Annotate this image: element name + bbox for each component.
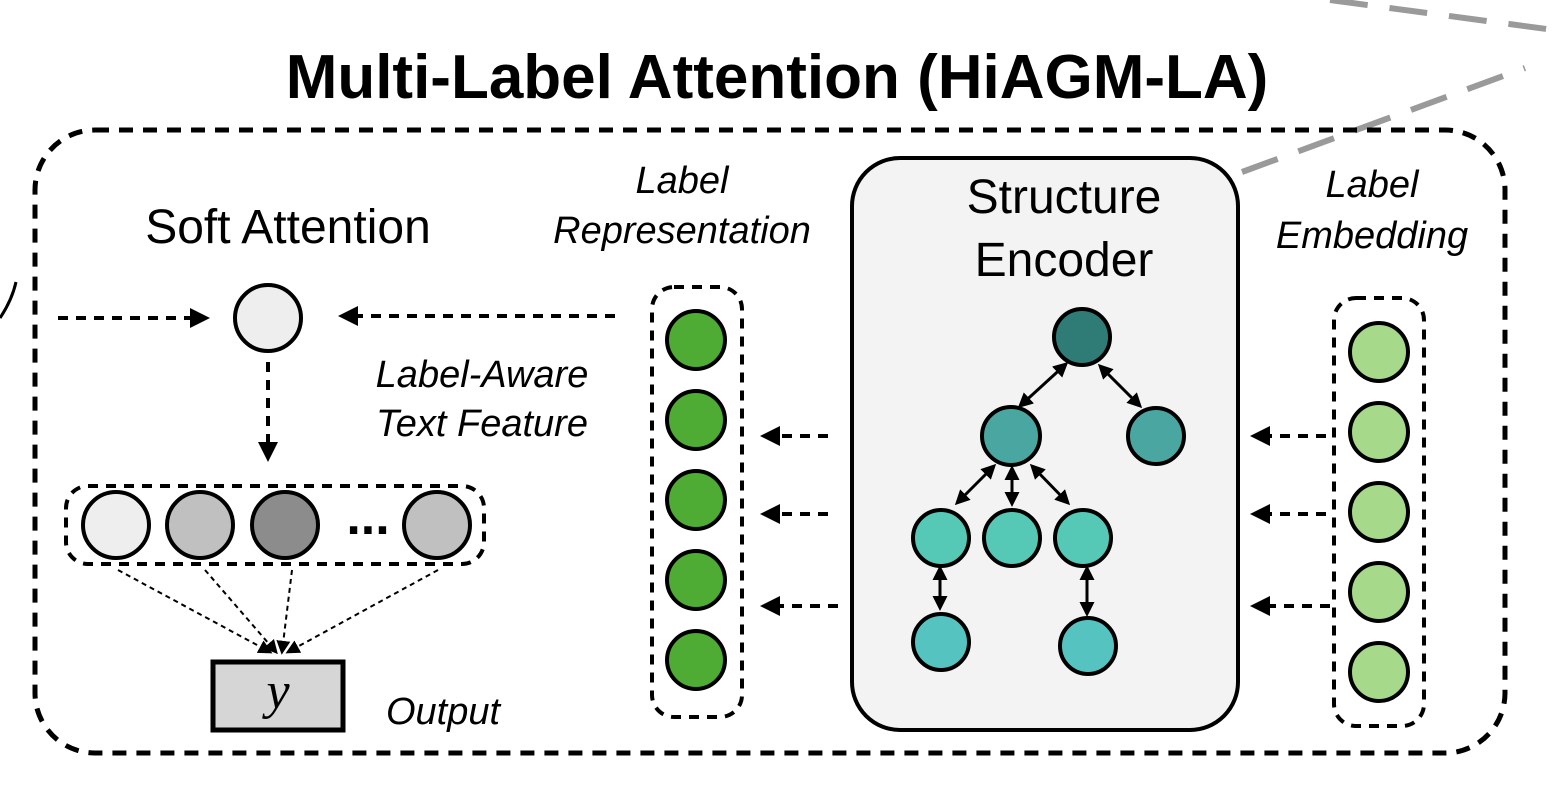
output-label: Output: [386, 691, 502, 733]
label-embedding-node-2: [1348, 401, 1410, 463]
weight-to-output-arrows: [117, 569, 439, 655]
label-embedding-nodes: [1348, 321, 1410, 703]
embedding-to-encoder-arrows: [1250, 426, 1330, 616]
tree-node-level3-right: [1058, 616, 1118, 676]
label-embedding-node-5: [1348, 641, 1410, 703]
attention-weight-node-2: [165, 490, 235, 560]
soft-attention-title: Soft Attention: [145, 201, 431, 254]
label-representation-section: Label Representation: [553, 160, 811, 719]
label-representation-node-1: [665, 309, 727, 371]
incoming-curve: [0, 281, 18, 319]
tree-node-level2-b: [982, 508, 1042, 568]
attention-node: [233, 283, 303, 353]
structure-encoder-panel: [850, 156, 1240, 732]
tree-edges: [932, 361, 1143, 617]
tree-node-level1-right: [1126, 406, 1186, 466]
tree-node-level3-left: [911, 612, 971, 672]
label-representation-container: [650, 285, 744, 719]
label-representation-title: Label: [636, 160, 731, 202]
tree-node-level1-left: [980, 405, 1042, 467]
label-aware-feature-label-line2: Text Feature: [376, 403, 588, 445]
label-representation-node-5: [665, 629, 727, 691]
label-representation-node-3: [665, 469, 727, 531]
weights-ellipsis: ...: [346, 488, 389, 546]
label-embedding-node-1: [1348, 321, 1410, 383]
attention-weight-node-3: [250, 490, 320, 560]
encoder-to-representation-arrows: [760, 426, 838, 616]
attention-weights-container: [64, 484, 486, 566]
label-representation-node-2: [665, 389, 727, 451]
tree-root-node: [1052, 307, 1112, 367]
label-embedding-title-line2: Embedding: [1276, 215, 1468, 257]
label-embedding-node-3: [1348, 481, 1410, 543]
label-embedding-node-4: [1348, 561, 1410, 623]
label-embedding-container: [1332, 296, 1426, 728]
label-representation-title-line2: Representation: [553, 210, 811, 252]
module-border: [32, 127, 1508, 756]
tree-node-level2-a: [911, 508, 971, 568]
label-representation-node-4: [665, 549, 727, 611]
diagram-title: Multi-Label Attention (HiAGM-LA): [286, 43, 1269, 112]
label-embedding-section: Label Embedding: [1276, 164, 1468, 728]
soft-attention-section: Soft Attention Label-Aware Text Feature …: [58, 201, 615, 733]
structure-encoder-title-line2: Encoder: [975, 234, 1154, 287]
tree-node-level2-c: [1053, 508, 1113, 568]
label-aware-feature-label: Label-Aware: [376, 354, 589, 396]
structure-encoder-title: Structure: [967, 171, 1162, 224]
external-connector-lines: [1240, 0, 1554, 175]
attention-weight-node-1: [81, 490, 151, 560]
output-y: y: [261, 663, 290, 720]
output-box: [210, 659, 346, 733]
attention-weight-node-4: [402, 490, 472, 560]
attention-weights: [81, 490, 472, 560]
structure-encoder-section: Structure Encoder: [850, 156, 1240, 732]
label-representation-nodes: [665, 309, 727, 691]
label-embedding-title: Label: [1326, 164, 1421, 206]
